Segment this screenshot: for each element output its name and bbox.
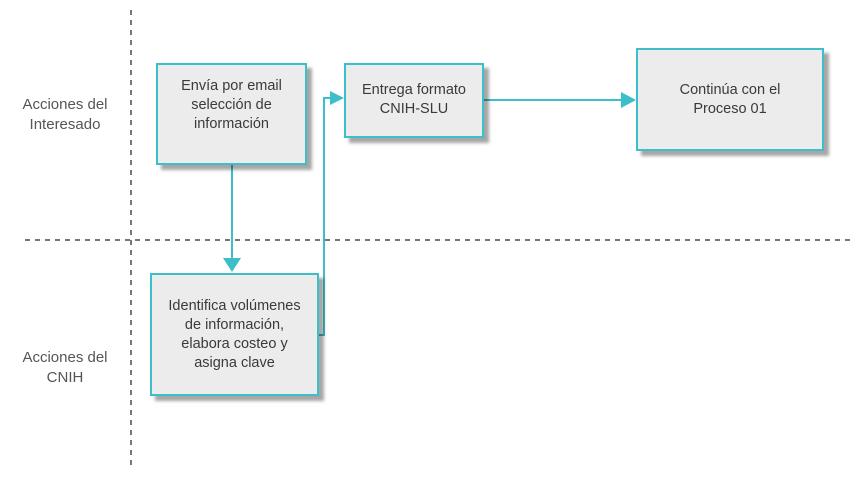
arrowhead-down (223, 258, 241, 272)
lane-label-cnih: Acciones del CNIH (10, 348, 120, 388)
lane-label-interesado-line2: Interesado (29, 116, 101, 133)
box-text-line: Continúa con el (679, 82, 781, 98)
box-text-line: información (194, 115, 269, 132)
box-text-line: Entrega formato (362, 82, 466, 98)
lane-label-interesado: Acciones del Interesado (10, 95, 120, 135)
arrowhead-right (621, 92, 636, 108)
box-text-line: Identifica volúmenes (168, 297, 301, 314)
lane-label-interesado-line1: Acciones del (22, 96, 108, 113)
arrowhead-right-small (330, 91, 344, 105)
box-text-line: CNIH-SLU (379, 101, 449, 117)
process-box-entrega-formato[interactable]: Entrega formato CNIH-SLU (344, 63, 484, 138)
connector-identifica-to-entrega (319, 97, 331, 336)
box-text-line: asigna clave (194, 354, 275, 371)
box-text-line: de información, (184, 316, 285, 333)
box-text-line: selección de (191, 96, 272, 113)
box-text-line: Proceso 01 (693, 101, 767, 117)
lane-label-cnih-line1: Acciones del (22, 349, 108, 366)
lane-label-cnih-line2: CNIH (46, 369, 84, 386)
box-text-line: elabora costeo y (181, 335, 288, 352)
process-box-continua-proceso[interactable]: Continúa con el Proceso 01 (636, 48, 824, 151)
box-text-line: Envía por email (181, 77, 282, 94)
process-box-identifica-volumenes[interactable]: Identifica volúmenes de información, ela… (150, 273, 319, 396)
process-box-envia-email[interactable]: Envía por email selección de información (156, 63, 307, 165)
